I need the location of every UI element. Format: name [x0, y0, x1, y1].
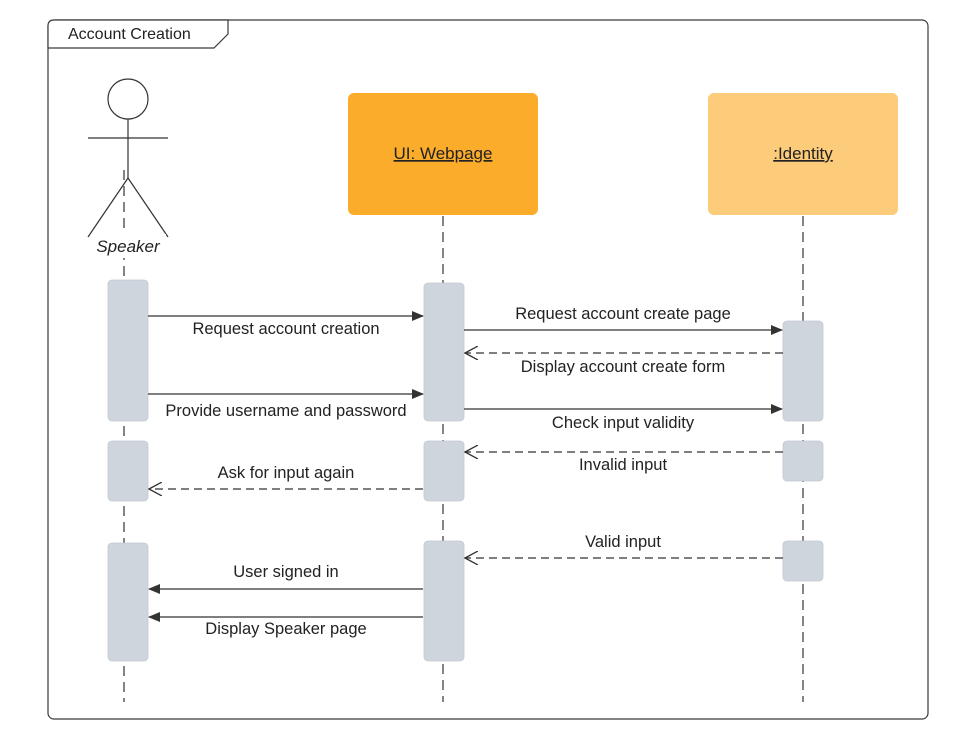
frame-title-tab [47, 19, 229, 49]
message-label: Request account creation [192, 320, 379, 338]
identity-participant-box [708, 93, 898, 215]
speaker-label-background [92, 234, 166, 258]
actor-left-leg [87, 177, 129, 238]
speaker-activation [107, 279, 149, 422]
message-label: Provide username and password [165, 402, 406, 420]
message-label: User signed in [233, 563, 338, 581]
webpage-activation [423, 282, 465, 422]
webpage-participant-label: UI: Webpage [394, 144, 493, 163]
frame-title: Account Creation [68, 26, 191, 43]
webpage-activation [423, 540, 465, 662]
message-label: Invalid input [579, 456, 667, 474]
message-label: Valid input [585, 533, 661, 551]
speaker-label: Speaker [96, 237, 161, 256]
message-label: Display account create form [521, 358, 726, 376]
identity-participant-label: :Identity [773, 144, 833, 163]
message-label: Request account create page [515, 305, 731, 323]
message-label: Ask for input again [218, 464, 355, 482]
webpage-activation [423, 440, 465, 502]
identity-activation [782, 320, 824, 422]
message-label: Check input validity [552, 414, 695, 432]
speaker-actor [87, 78, 169, 238]
speaker-activation [107, 542, 149, 662]
message-label: Display Speaker page [205, 620, 366, 638]
identity-activation [782, 440, 824, 482]
speaker-activation [107, 440, 149, 502]
actor-right-leg [127, 177, 169, 238]
identity-activation [782, 540, 824, 582]
webpage-participant-box [348, 93, 538, 215]
